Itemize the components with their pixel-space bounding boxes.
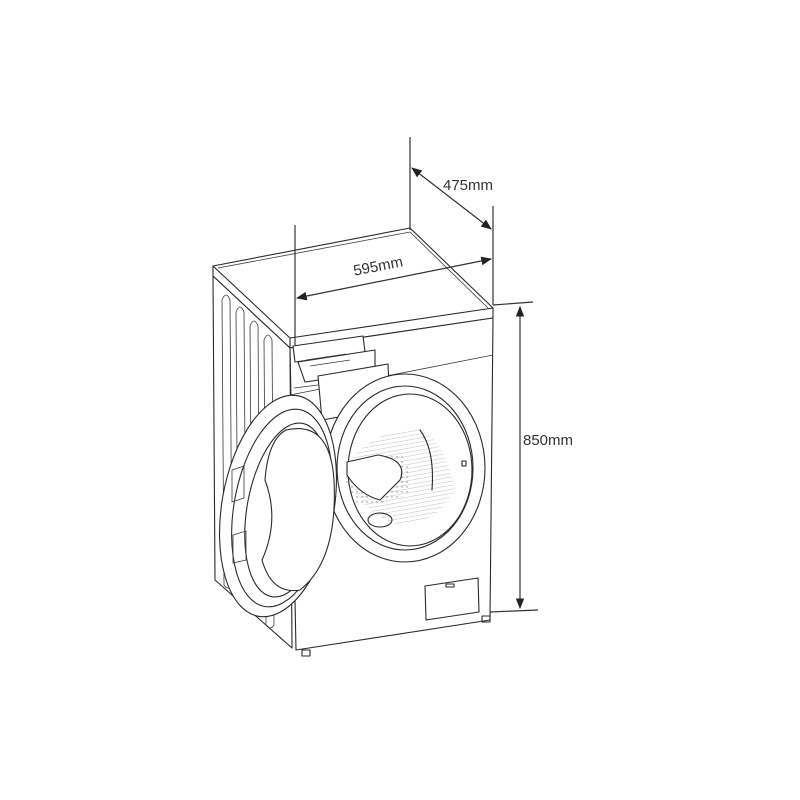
filter-hatch xyxy=(424,577,480,621)
height-dimension xyxy=(489,301,539,613)
width-dimension xyxy=(294,225,493,345)
depth-dimension xyxy=(409,137,494,305)
open-door xyxy=(218,394,338,618)
height-label: 850mm xyxy=(523,432,574,449)
depth-label: 475mm xyxy=(443,177,494,194)
door-opening xyxy=(324,373,486,563)
